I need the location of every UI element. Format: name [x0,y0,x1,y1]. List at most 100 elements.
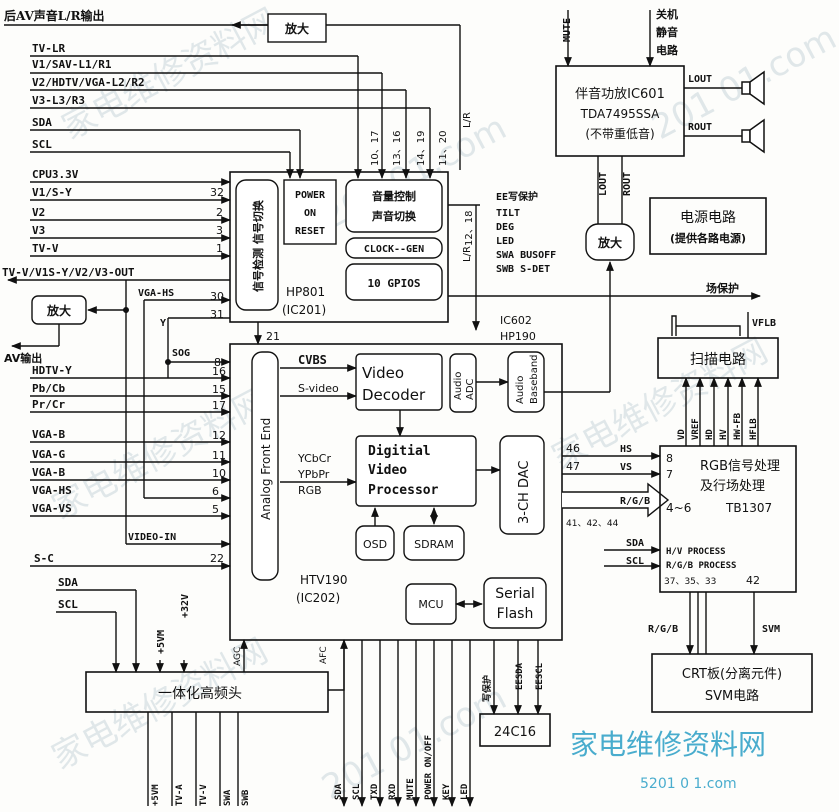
pin-2: 2 [216,206,223,219]
analog-front-end-box [251,351,279,581]
scan-title: 扫描电路 [690,352,746,368]
power-label: POWER [295,190,326,201]
input-tv-v-out: TV-V/V1S-Y/V2/V3-OUT [2,266,135,279]
tuner-box [85,671,329,713]
hp801-pins: 32 2 3 1 30 31 [210,186,224,321]
input-v3: V3-L3/R3 [32,94,85,107]
ypbpr-label: YPbPr [297,468,330,481]
audio-adc-box [449,353,477,413]
dvp-l3: Processor [368,483,439,498]
tuner-bottom-label: +5VM [151,784,161,806]
crt-title: CRT板(分离元件) [682,666,782,682]
htv-input-pin: 16 [212,365,226,378]
htv-input-pin: 10 [212,467,226,480]
crt-board-box [651,653,813,713]
reset-label: RESET [295,226,325,237]
scan-signal-label: VD [677,429,687,440]
sig-tilt: TILT [496,208,520,219]
tuner-sda-label: SDA [58,576,78,589]
tb-pin-42: 42 [746,574,760,587]
lr-right-label: L/R [462,246,473,262]
on-label: ON [304,208,316,219]
hs-label: HS [620,444,632,455]
tb-title-2: 及行场处理 [700,479,765,494]
htv-input-label: VGA-VS [32,502,72,515]
baseband-l1: Audio [515,376,526,404]
dvp-l1: Digitial [368,444,431,459]
input-tv-lr: TV-LR [32,42,65,55]
dvp-box [355,435,477,507]
eeprom-wp-label: 写保护 [481,675,493,702]
audio-baseband-box [507,351,545,413]
afe-label: Analog Front End [259,418,273,520]
video-decoder-box [355,353,443,411]
sig-swb: SWB S-DET [496,264,550,275]
power-supply-title: 电源电路 [680,210,736,226]
baseband-l2: Baseband [529,354,540,404]
pins-14-19: 14、19 [416,131,427,166]
pin-1: 1 [216,242,223,255]
pins-10-17: 10、17 [370,131,381,166]
crt-svm-signal: SVM [762,624,780,635]
tuner-label: 一体化高频头 [158,685,242,702]
amp-box-top [267,13,327,43]
video-decoder-l2: Decoder [362,386,426,404]
input-sda: SDA [32,116,52,129]
input-scl: SCL [32,138,52,151]
signal-select-box [235,179,279,311]
hp801-top-pins: 10、17 13、16 14、19 11、20 L/R 12、18 L/R [370,112,475,262]
pin-31: 31 [210,308,224,321]
clock-gen-box [345,237,443,259]
tb-sda-label: SDA [626,538,644,549]
scan-signal-label: HV [719,429,729,440]
brand-site: 5201 0 1.com [640,776,737,792]
tuner-bottom-label: SWB [241,789,251,806]
ic601-title: 伴音功放IC601 [575,86,665,102]
left-input-lines [7,55,434,284]
sdram-label: SDRAM [414,538,454,551]
sig-deg: DEG [496,222,514,233]
eeprom-24c16-box [479,713,551,747]
audio-amp-ic601 [555,65,685,157]
control-signal-labels: EE写保护 TILT DEG LED SWA BUSOFF SWB S-DET [496,190,556,275]
bus-signal-label: POWER ON/OFF [424,735,434,800]
brand-watermark: 家电维修资料网 [570,728,766,761]
tuner-scl-label: SCL [58,598,78,611]
signal-select-label: 信号检测 信号切换 [251,199,265,292]
pin-21: 21 [266,330,280,343]
tb-scl-label: SCL [626,556,644,567]
lout2-label: LOUT [598,172,609,196]
rout2-label: ROUT [622,172,633,196]
crt-rgb-label: R/G/B [648,624,678,635]
rgb-label: RGB [298,484,322,497]
bus-signal-label: MUTE [406,778,416,800]
htv-input-pin: 6 [212,485,219,498]
tb1307-chip [659,445,797,593]
crt-svm-label: SVM电路 [705,688,759,704]
sig-ee-wp: EE写保护 [496,190,538,203]
rgb-fat-arrow [562,482,670,518]
speaker-right-icon [741,118,765,154]
eeprom-sda: EESDA [515,662,525,690]
input-v3b: V3 [32,224,45,237]
afc-line [328,639,348,691]
clock-gen-label: CLOCK--GEN [364,244,424,255]
tb-chip-label: TB1307 [725,501,772,515]
sdram-box [403,525,465,561]
pins-12-18: 12、18 [464,211,475,246]
scan-signal-label: VREF [691,418,701,440]
volume-control-box [345,179,443,233]
field-protect-label: 场保护 [706,281,739,295]
bus-signal-label: TXD [370,783,380,800]
tuner-32v: +32V [180,594,191,618]
volume-control-label: 音量控制 [372,189,416,203]
tuner-bottom-label: TV-A [175,784,185,806]
tuner-afc: AFC [319,646,329,664]
flash-l2: Flash [497,606,534,622]
htv-input-pin: 15 [212,383,226,396]
circuit-label: 电路 [656,43,679,57]
htv-input-label: VGA-HS [32,484,72,497]
tuner-bottom-label: SWA [223,789,233,806]
